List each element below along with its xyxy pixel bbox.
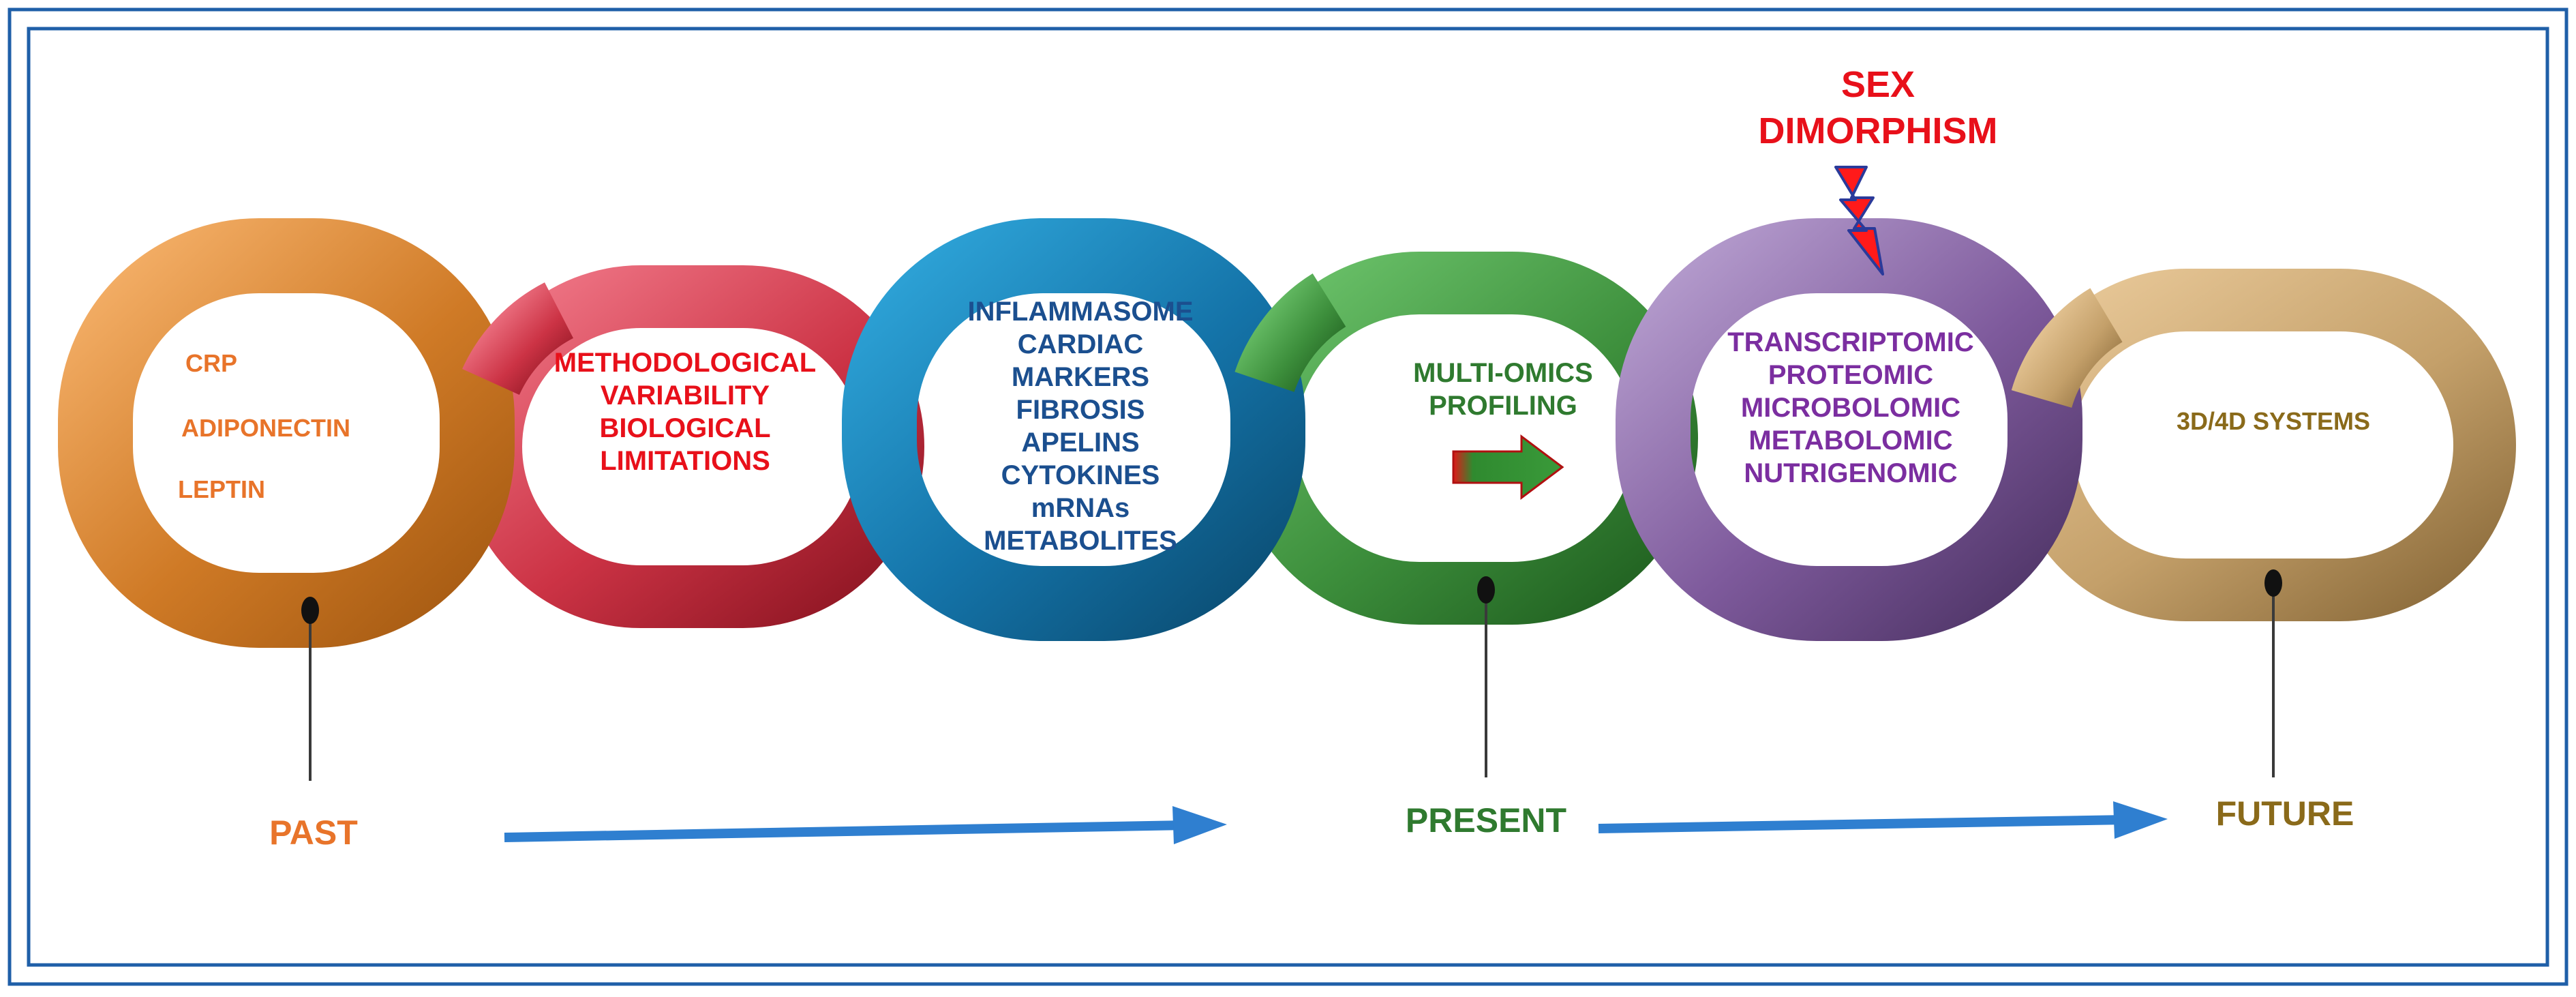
limits-group: METHODOLOGICAL VARIABILITY BIOLOGICAL LI…: [554, 348, 816, 476]
pin-present: [1477, 576, 1495, 604]
label-dimorphism: DIMORPHISM: [1759, 110, 1998, 151]
inner-arrow-icon: [1452, 434, 1564, 500]
outer-frame: [7, 8, 2569, 986]
timeline-arrow-1: [504, 806, 1227, 844]
chain-overlap-red: [462, 282, 575, 396]
past-items-group: CRP ADIPONECTIN LEPTIN: [178, 349, 350, 503]
inner-frame: [27, 27, 2549, 967]
lightning-bolt-icon: [1834, 166, 1884, 276]
label-limitations: LIMITATIONS: [600, 446, 770, 476]
label-metabolites: METABOLITES: [984, 526, 1177, 556]
label-cardiac: CARDIAC: [1018, 329, 1143, 359]
label-fibrosis: FIBROSIS: [1016, 395, 1145, 425]
label-proteomic: PROTEOMIC: [1768, 360, 1933, 390]
timeline-arrow-2-head-icon: [2113, 801, 2168, 839]
chain-link-orange: [58, 218, 515, 648]
label-sex: SEX: [1841, 64, 1915, 105]
label-biological: BIOLOGICAL: [599, 413, 770, 443]
markers-group: INFLAMMASOME CARDIAC MARKERS FIBROSIS AP…: [967, 297, 1193, 556]
label-multi-omics: MULTI-OMICS: [1413, 358, 1593, 388]
timeline-arrow-2: [1598, 801, 2168, 839]
label-transcriptomic: TRANSCRIPTOMIC: [1727, 327, 1973, 357]
sex-dimorphism-group: SEX DIMORPHISM: [1759, 64, 1998, 151]
label-nutrigenomic: NUTRIGENOMIC: [1744, 458, 1957, 488]
timeline-present-label: PRESENT: [1406, 801, 1566, 839]
omics-group: TRANSCRIPTOMIC PROTEOMIC MICROBOLOMIC ME…: [1727, 327, 1973, 488]
label-crp: CRP: [185, 349, 237, 377]
timeline-arrow-1-head-icon: [1172, 806, 1227, 844]
label-adiponectin: ADIPONECTIN: [181, 414, 350, 442]
pin-past: [301, 597, 319, 624]
label-markers: MARKERS: [1012, 362, 1149, 392]
label-microbolomic: MICROBOLOMIC: [1741, 393, 1960, 423]
label-3d-4d-systems: 3D/4D SYSTEMS: [2177, 407, 2370, 435]
present-items-group: MULTI-OMICS PROFILING: [1413, 358, 1593, 421]
chain-overlap-tan: [2011, 288, 2123, 408]
label-cytokines: CYTOKINES: [1001, 460, 1160, 490]
label-inflammasome: INFLAMMASOME: [967, 297, 1193, 327]
timeline-future-label: FUTURE: [2216, 794, 2354, 833]
chain-overlap-green: [1234, 273, 1347, 393]
chain-link-purple: [1616, 218, 2082, 641]
pin-future: [2264, 569, 2282, 597]
label-leptin: LEPTIN: [178, 475, 265, 503]
chain-link-blue: [842, 218, 1305, 641]
timeline-past-label: PAST: [269, 814, 358, 852]
label-apelins: APELINS: [1021, 428, 1139, 458]
label-methodological: METHODOLOGICAL: [554, 348, 816, 378]
label-profiling: PROFILING: [1429, 391, 1577, 421]
label-metabolomic: METABOLOMIC: [1748, 426, 1952, 456]
label-mrnas: mRNAs: [1031, 493, 1130, 523]
label-variability: VARIABILITY: [601, 381, 770, 411]
